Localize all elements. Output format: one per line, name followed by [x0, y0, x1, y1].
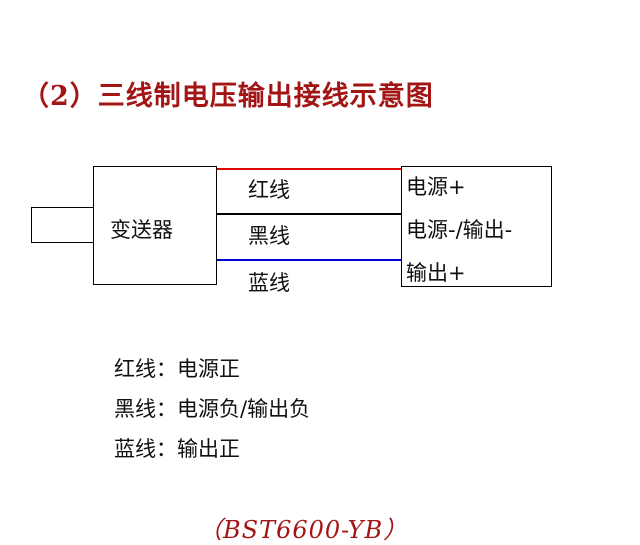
- model-number: （BST6600-YB）: [198, 516, 409, 544]
- terminal-power-negative-output-negative: 电源-/输出-: [406, 218, 513, 242]
- black-wire: [217, 213, 401, 215]
- legend-black: 黑线：电源负/输出负: [114, 397, 311, 421]
- probe-stub: [31, 207, 94, 243]
- terminal-box: [401, 166, 552, 287]
- red-wire: [217, 168, 401, 170]
- legend-blue: 蓝线：输出正: [114, 437, 240, 461]
- terminal-power-positive: 电源+: [406, 175, 466, 199]
- blue-wire: [217, 259, 401, 261]
- transmitter-box: 变送器: [93, 166, 217, 285]
- red-wire-label: 红线: [248, 178, 290, 202]
- legend-red: 红线：电源正: [114, 357, 240, 381]
- terminal-output-positive: 输出+: [406, 261, 466, 285]
- page-title: （2）三线制电压输出接线示意图: [22, 81, 434, 112]
- black-wire-label: 黑线: [248, 224, 290, 248]
- blue-wire-label: 蓝线: [248, 271, 290, 295]
- transmitter-label: 变送器: [110, 218, 173, 242]
